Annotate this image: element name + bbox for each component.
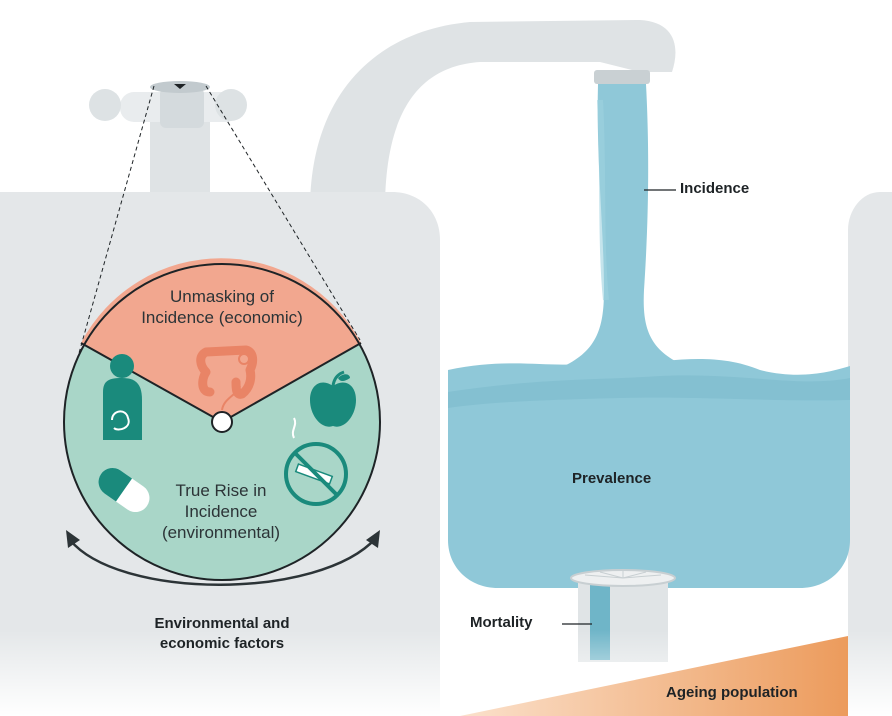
ageing-wedge	[460, 636, 848, 716]
mortality-label: Mortality	[470, 614, 533, 631]
faucet-spout	[310, 20, 676, 210]
colon-icon	[196, 345, 258, 399]
incidence-label: Incidence	[680, 180, 750, 197]
wheel-top-text: Unmasking of Incidence (economic)	[122, 286, 322, 328]
no-smoking-icon	[284, 417, 348, 506]
rotation-arrow	[66, 530, 380, 586]
faucet-nozzle	[594, 70, 650, 84]
wheel-bottom-line2: Incidence	[184, 502, 258, 521]
basin-water	[448, 358, 850, 588]
factors-line2: economic factors	[159, 635, 285, 652]
factors-line1: Environmental and	[154, 615, 290, 632]
pregnancy-icon	[103, 354, 142, 440]
water-stream	[560, 84, 690, 368]
wheel-top-line1: Unmasking of	[170, 287, 274, 306]
wheel-bottom-text: True Rise in Incidence (environmental)	[136, 480, 306, 543]
apple-icon	[310, 370, 356, 427]
wheel-bottom-line1: True Rise in	[175, 481, 267, 500]
factors-label: Environmental and economic factors	[122, 614, 322, 654]
ageing-label: Ageing population	[666, 684, 798, 701]
wheel-top-segment	[81, 258, 361, 422]
prevalence-label: Prevalence	[572, 470, 652, 487]
sink-right	[848, 192, 892, 716]
wheel-hub	[211, 411, 233, 433]
pill-icon	[98, 467, 150, 513]
wheel-top-line2: Incidence (economic)	[141, 308, 303, 327]
wheel-bottom-line3: (environmental)	[161, 523, 281, 542]
